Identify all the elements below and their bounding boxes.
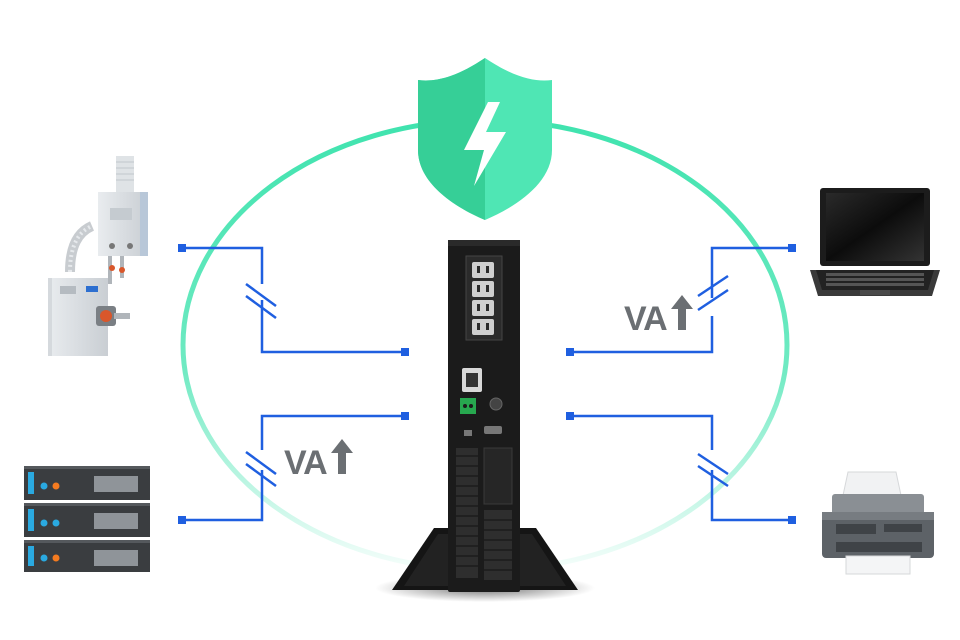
ups-unit-icon bbox=[375, 240, 595, 602]
terminal-left-top-outer bbox=[178, 244, 186, 252]
va-label-left-bottom: VA bbox=[284, 439, 353, 482]
breaker-switch-icon bbox=[245, 450, 277, 488]
arrow-up-icon bbox=[671, 295, 693, 330]
server-unit bbox=[24, 466, 150, 500]
printer-icon bbox=[822, 471, 934, 575]
wiring-right-top bbox=[570, 246, 792, 354]
wiring-left-bottom bbox=[182, 414, 405, 522]
terminal-left-bottom-inner bbox=[401, 412, 409, 420]
terminal-right-bottom-inner bbox=[566, 412, 574, 420]
breaker-switch-icon bbox=[697, 452, 729, 488]
server-unit bbox=[24, 503, 150, 537]
va-text: VA bbox=[624, 300, 667, 338]
boiler-icon bbox=[48, 156, 148, 356]
laptop-icon bbox=[810, 188, 940, 296]
shield-lightning-icon bbox=[418, 58, 552, 220]
wiring-right-bottom bbox=[570, 414, 792, 522]
wiring-left-top bbox=[182, 246, 405, 354]
breaker-switch-icon bbox=[245, 282, 277, 320]
terminal-right-top-inner bbox=[566, 348, 574, 356]
terminal-left-top-inner bbox=[401, 348, 409, 356]
breaker-switch-icon bbox=[697, 274, 729, 312]
server-rack-icon bbox=[24, 466, 150, 572]
va-text: VA bbox=[284, 444, 327, 482]
terminal-right-top-outer bbox=[788, 244, 796, 252]
terminal-left-bottom-outer bbox=[178, 516, 186, 524]
terminal-right-bottom-outer bbox=[788, 516, 796, 524]
server-unit bbox=[24, 540, 150, 572]
va-label-right-top: VA bbox=[624, 295, 693, 338]
arrow-up-icon bbox=[331, 439, 353, 474]
